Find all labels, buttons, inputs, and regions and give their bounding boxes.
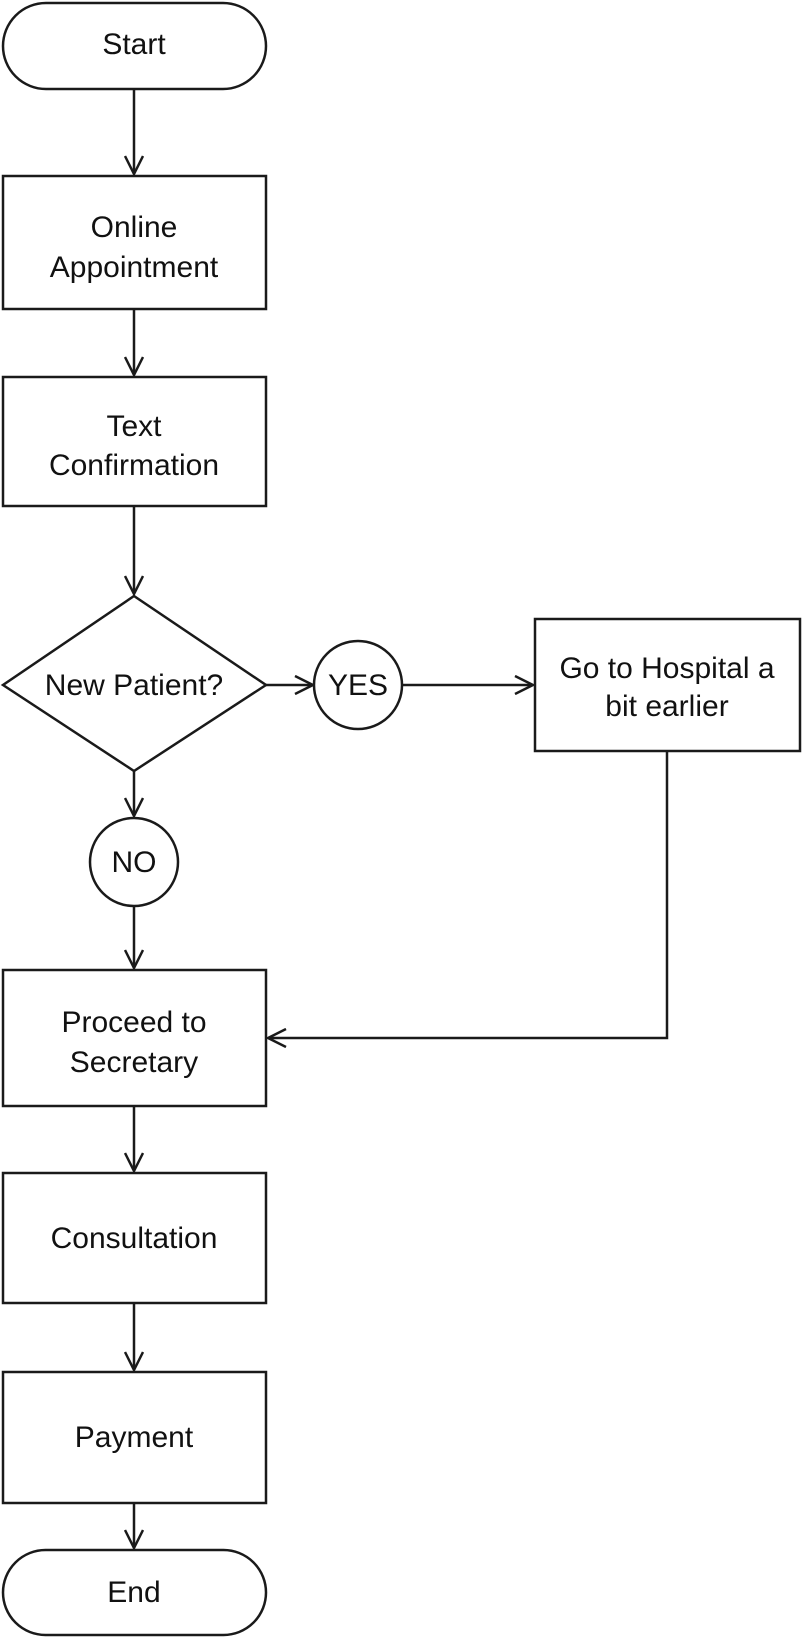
proceed-to-secretary-label-line2: Secretary bbox=[70, 1046, 198, 1079]
start-label: Start bbox=[102, 28, 166, 61]
new-patient-decision-node: New Patient? bbox=[0, 594, 269, 773]
proceed-to-secretary-label-line1: Proceed to bbox=[61, 1006, 206, 1039]
yes-connector-node: YES bbox=[312, 639, 404, 731]
online-appointment-label-line2: Appointment bbox=[50, 251, 219, 284]
online-appointment-node: Online Appointment bbox=[1, 174, 268, 311]
go-to-hospital-label-line1: Go to Hospital a bbox=[559, 652, 774, 685]
end-node: End bbox=[1, 1548, 268, 1637]
online-appointment-box bbox=[1, 174, 268, 311]
new-patient-diamond bbox=[0, 594, 269, 773]
payment-box bbox=[1, 1370, 268, 1505]
new-patient-label: New Patient? bbox=[45, 669, 223, 702]
consultation-box bbox=[1, 1171, 268, 1305]
no-connector-node: NO bbox=[88, 816, 180, 908]
go-to-hospital-label-line2: bit earlier bbox=[605, 690, 728, 723]
go-to-hospital-node: Go to Hospital a bit earlier bbox=[533, 617, 802, 753]
online-appointment-label-line1: Online bbox=[91, 211, 178, 244]
text-confirmation-box bbox=[1, 375, 268, 508]
consultation-label: Consultation bbox=[51, 1222, 218, 1255]
consultation-node: Consultation bbox=[1, 1171, 268, 1305]
go-to-hospital-box bbox=[533, 617, 802, 753]
no-connector-circle bbox=[88, 816, 180, 908]
edge-go-to-hospital-to-proceed-to-secretary bbox=[268, 751, 669, 1038]
text-confirmation-label-line2: Confirmation bbox=[49, 449, 219, 482]
text-confirmation-node: Text Confirmation bbox=[1, 375, 268, 508]
proceed-to-secretary-box bbox=[1, 968, 268, 1108]
payment-label: Payment bbox=[75, 1421, 194, 1454]
start-node: Start bbox=[1, 1, 268, 91]
no-label: NO bbox=[112, 846, 157, 879]
proceed-to-secretary-node: Proceed to Secretary bbox=[1, 968, 268, 1108]
end-label: End bbox=[107, 1576, 160, 1609]
yes-label: YES bbox=[328, 669, 388, 702]
start-terminator-shape bbox=[1, 1, 268, 91]
text-confirmation-label-line1: Text bbox=[106, 410, 162, 443]
payment-node: Payment bbox=[1, 1370, 268, 1505]
yes-connector-circle bbox=[312, 639, 404, 731]
end-terminator-shape bbox=[1, 1548, 268, 1637]
